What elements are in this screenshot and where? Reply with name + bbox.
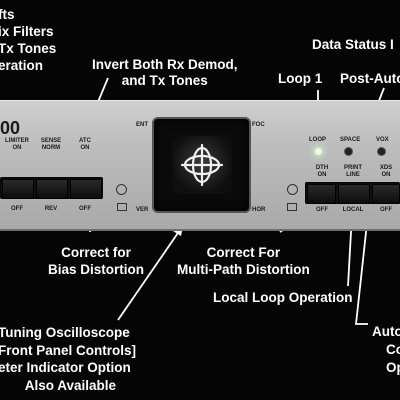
annotation-loop1: Loop 1 bbox=[278, 71, 323, 86]
switch-label-limiter-off: OFF bbox=[11, 206, 23, 212]
annotation-line: eter Indicator Option bbox=[0, 360, 131, 375]
annotation-line: Correct For bbox=[206, 245, 281, 260]
switch-label-xds-off: OFF bbox=[380, 207, 392, 213]
scope-label-foc: FOC bbox=[252, 122, 265, 128]
switch-label-print: PRINT LINE bbox=[344, 165, 362, 178]
xds-switch[interactable] bbox=[372, 184, 400, 204]
annotation-post-autos: Post-Autos bbox=[340, 71, 400, 86]
tuning-arrow-icon bbox=[116, 184, 127, 195]
atc-switch[interactable] bbox=[70, 179, 102, 199]
annotation-line: Tuning Oscilloscope bbox=[0, 325, 130, 340]
switch-label-sense-rev: REV bbox=[44, 206, 58, 212]
annotation-line: Multi-Path Distortion bbox=[177, 262, 310, 277]
annotation-correct-bias: Correct for Bias Distortion bbox=[48, 244, 144, 278]
r-marker-icon bbox=[287, 184, 298, 195]
dth-switch[interactable] bbox=[307, 184, 336, 204]
annotation-line: and Tx Tones bbox=[121, 73, 208, 88]
annotation-invert: Invert Both Rx Demod, and Tx Tones bbox=[92, 57, 238, 89]
sense-switch[interactable] bbox=[36, 179, 68, 199]
limiter-switch[interactable] bbox=[2, 179, 34, 199]
annotation-line: Also Available bbox=[24, 377, 116, 393]
switch-label-dth-off: OFF bbox=[316, 207, 328, 213]
vox-led bbox=[378, 148, 385, 155]
annotation-line: Bias Distortion bbox=[48, 262, 145, 277]
loop-led bbox=[315, 148, 322, 155]
oscilloscope-screen bbox=[172, 136, 232, 194]
annotation-local-loop: Local Loop Operation bbox=[213, 290, 353, 305]
square-marker-icon bbox=[117, 203, 127, 211]
annotation-line: Ope bbox=[386, 360, 400, 375]
model-number: 00 bbox=[0, 118, 21, 138]
annotation-line: Tx Tones bbox=[0, 41, 57, 56]
scope-label-ver: VER bbox=[136, 207, 149, 213]
annotation-auto-right: Auto Co Ope bbox=[372, 323, 400, 377]
annotation-line: eration bbox=[0, 58, 44, 73]
indicator-label-vox: VOX bbox=[376, 137, 389, 143]
annotation-line: ix Filters bbox=[0, 24, 54, 39]
annotation-line: Invert Both Rx Demod, bbox=[92, 57, 238, 72]
switch-label-atc: ATC ON bbox=[79, 138, 91, 151]
tuning-pattern-icon bbox=[180, 143, 224, 187]
scope-label-ent: ENT bbox=[136, 122, 148, 128]
switch-label-print-local: LOCAL bbox=[342, 207, 364, 213]
square-marker-icon-right bbox=[287, 203, 297, 211]
annotation-top-left: fts ix Filters Tx Tones eration bbox=[0, 6, 56, 74]
right-switch-bank bbox=[305, 182, 400, 204]
switch-label-dth: DTH ON bbox=[315, 165, 329, 178]
annotation-correct-multipath: Correct For Multi-Path Distortion bbox=[177, 244, 310, 278]
annotation-tuning: Tuning Oscilloscope Front Panel Controls… bbox=[0, 324, 136, 394]
annotation-line: Auto bbox=[372, 324, 400, 339]
annotation-data-status: Data Status I bbox=[312, 37, 394, 52]
print-switch[interactable] bbox=[338, 184, 370, 204]
annotation-line: Correct for bbox=[61, 245, 131, 260]
annotation-line: Front Panel Controls] bbox=[0, 342, 136, 358]
annotation-line: Co bbox=[386, 342, 400, 357]
space-led bbox=[345, 148, 352, 155]
indicator-label-space: SPACE bbox=[340, 137, 361, 143]
indicator-label-loop: LOOP bbox=[309, 137, 327, 143]
annotation-line: fts bbox=[0, 7, 15, 22]
switch-label-atc-off: OFF bbox=[79, 206, 91, 212]
left-switch-bank bbox=[0, 177, 103, 199]
switch-label-xds: XDS ON bbox=[379, 165, 393, 178]
switch-label-limiter: LIMITER ON bbox=[5, 138, 29, 151]
scope-label-hor: HOR bbox=[252, 207, 266, 213]
switch-label-sense: SENSE NORM bbox=[40, 138, 62, 151]
